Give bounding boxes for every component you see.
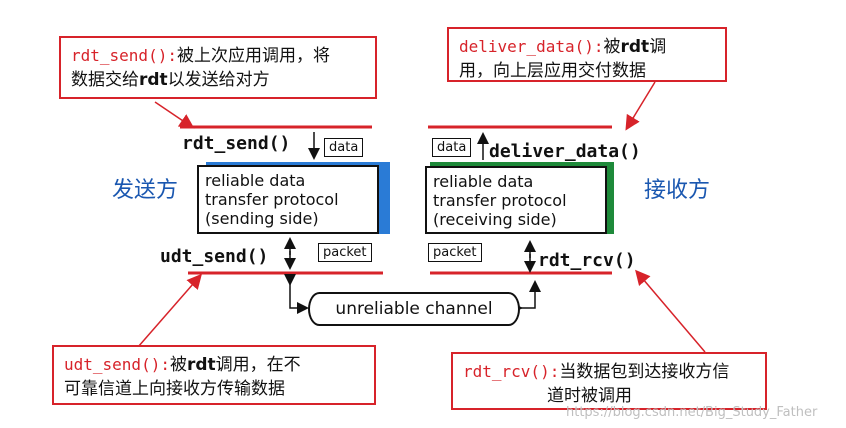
- callout-text: rdt: [620, 37, 650, 57]
- sender-label: 发送方: [112, 178, 179, 203]
- sender-data-tag: data: [324, 138, 364, 157]
- protocol-line: (sending side): [205, 209, 319, 228]
- callout-text: rdt: [186, 355, 216, 375]
- udt-send-call: udt_send(): [160, 246, 269, 267]
- rdt-rcv-callout: rdt_rcv():当数据包到达接收方信 道时被调用: [451, 352, 767, 410]
- rdt-send-callout: rdt_send():被上次应用调用，将 数据交给rdt以发送给对方: [59, 36, 377, 99]
- watermark: https://blog.csdn.net/Big_Study_Father: [566, 405, 818, 420]
- rdt-rcv-pointer: [635, 269, 706, 353]
- sender-channel-connector: [284, 274, 309, 314]
- unreliable-channel: unreliable channel: [308, 292, 520, 326]
- receiver-label: 接收方: [644, 178, 711, 203]
- receiver-protocol-box: reliable data transfer protocol (receivi…: [425, 166, 607, 234]
- callout-text: rdt: [139, 70, 168, 90]
- sender-protocol-box: reliable data transfer protocol (sending…: [197, 165, 379, 234]
- protocol-line: reliable data: [433, 172, 534, 191]
- callout-text: 用，向上层应用交付数据: [459, 61, 646, 81]
- deliver-data-pointer: [625, 81, 656, 131]
- receiver-data-tag: data: [432, 138, 472, 157]
- udt-send-pointer: [137, 273, 202, 348]
- rdt-send-pointer: [154, 101, 195, 129]
- callout-text: 以发送给对方: [167, 70, 270, 90]
- deliver-data-call: deliver_data(): [489, 141, 641, 162]
- sender-packet-tag: packet: [318, 243, 372, 262]
- deliver-data-callout: deliver_data():被rdt调 用，向上层应用交付数据: [447, 27, 727, 82]
- callout-text: 被上次应用调用，将: [176, 46, 330, 66]
- callout-function-name: udt_send():: [64, 355, 170, 374]
- protocol-line: (receiving side): [433, 210, 557, 229]
- callout-text: 调用，在不: [215, 355, 301, 375]
- udt-send-callout: udt_send():被rdt调用，在不 可靠信道上向接收方传输数据: [52, 345, 376, 405]
- callout-text: 调: [649, 37, 667, 57]
- callout-text: 被: [169, 355, 187, 375]
- callout-function-name: rdt_send():: [71, 46, 177, 65]
- callout-text: 道时被调用: [547, 386, 632, 406]
- receiver-packet-tag: packet: [428, 243, 482, 262]
- callout-text: 可靠信道上向接收方传输数据: [64, 379, 285, 399]
- callout-text: 数据交给: [71, 70, 139, 90]
- receiver-channel-connector: [511, 280, 541, 314]
- callout-function-name: rdt_rcv():: [463, 362, 560, 381]
- rdt-rcv-call: rdt_rcv(): [538, 250, 636, 271]
- rdt-send-call: rdt_send(): [182, 133, 291, 154]
- protocol-line: reliable data: [205, 171, 306, 190]
- protocol-line: transfer protocol: [205, 190, 339, 209]
- callout-text: 被: [603, 37, 621, 57]
- callout-function-name: deliver_data():: [459, 37, 604, 56]
- protocol-line: transfer protocol: [433, 191, 567, 210]
- callout-text: 当数据包到达接收方信: [559, 362, 730, 382]
